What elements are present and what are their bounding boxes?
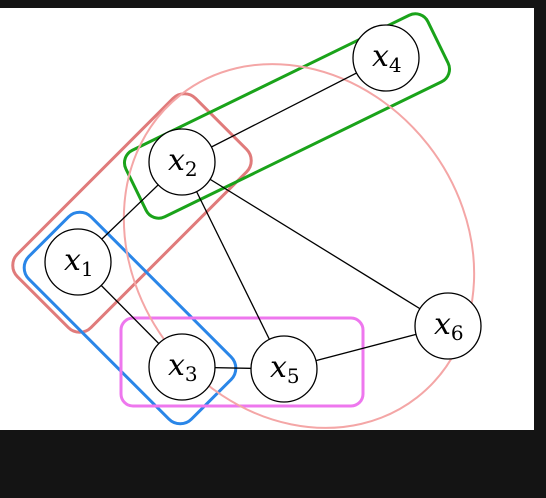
node-x6-label-base: x (434, 307, 451, 342)
node-x1-circle (44, 228, 112, 296)
node-x5-label-subscript: 5 (287, 364, 300, 388)
node-x1: x1 (44, 228, 112, 296)
node-x3-label-subscript: 3 (185, 362, 198, 386)
node-x4-label-subscript: 4 (389, 53, 402, 77)
node-x2-label: x2 (168, 143, 198, 181)
node-x4-label: x4 (372, 39, 402, 77)
node-x2: x2 (148, 128, 216, 196)
node-x3-label-base: x (168, 348, 185, 383)
node-x6-label: x6 (434, 307, 464, 345)
node-x6: x6 (414, 292, 482, 360)
node-x5-label: x5 (270, 350, 300, 388)
node-x3-label: x3 (168, 348, 198, 386)
node-x5-circle (250, 335, 318, 403)
edge-x2-x4 (181, 57, 387, 163)
node-x5: x5 (250, 335, 318, 403)
node-x4-label-base: x (372, 39, 389, 74)
node-x4-circle (352, 24, 420, 92)
group-x1-x3-outline (22, 210, 238, 426)
node-x4: x4 (352, 24, 420, 92)
edge-x2-x5 (181, 161, 285, 370)
node-x2-label-subscript: 2 (185, 157, 198, 181)
node-x1-label: x1 (64, 243, 94, 281)
node-x3: x3 (148, 333, 216, 401)
node-x6-label-subscript: 6 (451, 321, 464, 345)
node-x1-label-base: x (64, 243, 81, 278)
groups-layer (11, 12, 476, 429)
group-x1-x2-outline (11, 92, 253, 334)
node-x3-circle (148, 333, 216, 401)
node-x6-circle (414, 292, 482, 360)
node-x5-label-base: x (270, 350, 287, 385)
node-x2-circle (148, 128, 216, 196)
edge-x2-x6 (181, 161, 449, 327)
node-x1-label-subscript: 1 (81, 257, 94, 281)
group-x2-x4-outline (123, 12, 451, 220)
node-x2-label-base: x (168, 143, 185, 178)
